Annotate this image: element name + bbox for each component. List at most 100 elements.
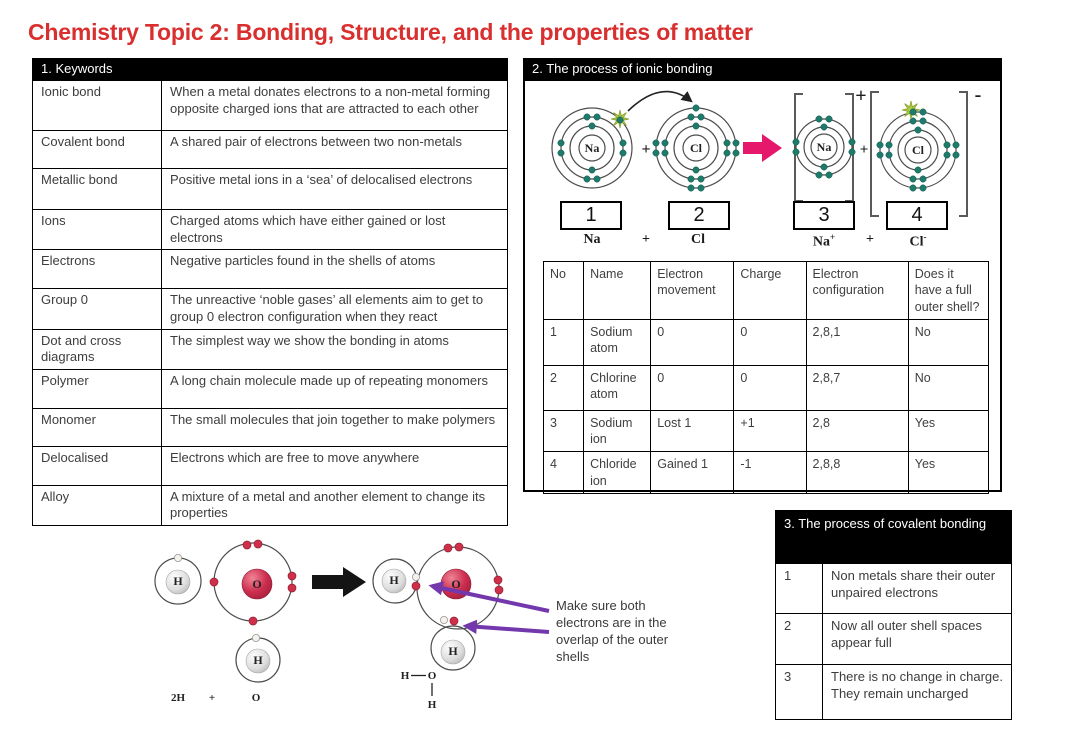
svg-text:Na: Na [817,140,832,154]
ion-table-cell: 0 [650,318,735,366]
ion-table-cell: 2,8,7 [805,364,909,411]
ionic-bonding-diagram: Na + Cl [551,84,982,217]
covalent-step-text: Non metals share their outer unpaired el… [822,563,1012,614]
ion-table-cell: 2,8,8 [805,451,909,494]
sodium-ion-charge-sign: + [855,85,866,107]
ion-table-cell: -1 [733,451,807,494]
ion-table-cell: 1 [542,318,585,366]
plus-sign-products: + [860,142,869,158]
answer-box-2: 2 [668,201,730,230]
keyword-definition: Charged atoms which have either gained o… [161,208,508,251]
covalent-step-text: Now all outer shell spaces appear full [822,613,1012,665]
ion-table-cell: Sodium atom [583,318,652,366]
ion-table-cell: 0 [733,318,807,366]
ion-table-cell: 0 [650,364,735,411]
ion-table-header-cell: Does it have a full outer shell? [907,261,990,320]
covalent-step-text: There is no change in charge. They remai… [822,664,1012,720]
caption-o: O [252,692,261,704]
hydrogen-atom-2: H [235,634,281,683]
svg-text:H: H [389,573,399,587]
answer-box-1: 1 [560,201,622,230]
ion-table-header-cell: Charge [733,261,807,320]
keyword-term: Delocalised [32,445,162,486]
keyword-term: Ions [32,208,162,251]
caption-na-ion: Na+ [812,232,836,250]
annotation-arrow-1 [428,581,550,613]
chlorine-atom-diagram: Cl [652,104,740,192]
plus-sign-reactants: + [641,141,650,158]
keyword-definition: Negative particles found in the shells o… [161,249,508,290]
keyword-definition: A long chain molecule made up of repeati… [161,368,508,409]
chloride-ion-charge-sign: - [975,84,982,106]
keyword-definition: The unreactive ‘noble gases’ all element… [161,288,508,330]
caption-plus-water: + [209,692,215,704]
keyword-definition: A mixture of a metal and another element… [161,484,508,527]
caption-cl: Cl [691,232,705,247]
keyword-term: Metallic bond [32,168,162,210]
keyword-term: Electrons [32,249,162,290]
caption-plus: + [642,232,650,247]
keyword-term: Ionic bond [32,80,162,131]
ion-table-header-cell: No [542,261,585,320]
keyword-term: Covalent bond [32,130,162,169]
svg-text:H: H [253,653,263,667]
chloride-ion-diagram: Cl [870,91,968,217]
covalent-header: 3. The process of covalent bonding [775,510,1012,563]
keyword-term: Dot and cross diagrams [32,328,162,370]
caption-plus-2: + [866,232,874,247]
ion-table-cell: 2,8,1 [805,318,909,366]
svg-text:O: O [451,577,460,591]
keyword-definition: The simplest way we show the bonding in … [161,328,508,370]
caption-na: Na [583,232,601,247]
svg-text:O: O [428,670,437,682]
ion-table-cell: No [907,364,990,411]
covalent-step-number: 3 [775,664,823,720]
svg-text:H: H [401,670,410,682]
covalent-reaction-arrow [312,567,366,597]
water-covalent-diagram: H O H H O [154,539,550,711]
keyword-term: Alloy [32,484,162,527]
svg-text:Cl: Cl [912,143,925,157]
keyword-definition: A shared pair of electrons between two n… [161,130,508,169]
reaction-arrow [743,134,782,162]
ionic-body: Na + Cl [523,79,1002,494]
annotation-arrow-2 [462,619,550,634]
ion-table-header-cell: Name [583,261,652,320]
ionic-header: 2. The process of ionic bonding [523,58,1002,79]
keyword-definition: The small molecules that join together t… [161,407,508,447]
sodium-atom-diagram: Na [551,107,633,189]
ion-table-cell: 3 [542,409,585,453]
ion-table-cell: 2,8 [805,409,909,453]
ion-table-cell: Gained 1 [650,451,735,494]
keyword-term: Polymer [32,368,162,409]
ion-table-cell: 2 [542,364,585,411]
keywords-header: 1. Keywords [32,58,508,80]
ion-table-header-cell: Electron configuration [805,261,909,320]
keyword-definition: When a metal donates electrons to a non-… [161,80,508,131]
svg-text:Na: Na [585,141,600,155]
keyword-definition: Positive metal ions in a ‘sea’ of deloca… [161,168,508,210]
ion-table-cell: Chlorine atom [583,364,652,411]
sodium-ion-diagram: Na [792,93,856,202]
keyword-definition: Electrons which are free to move anywher… [161,445,508,486]
